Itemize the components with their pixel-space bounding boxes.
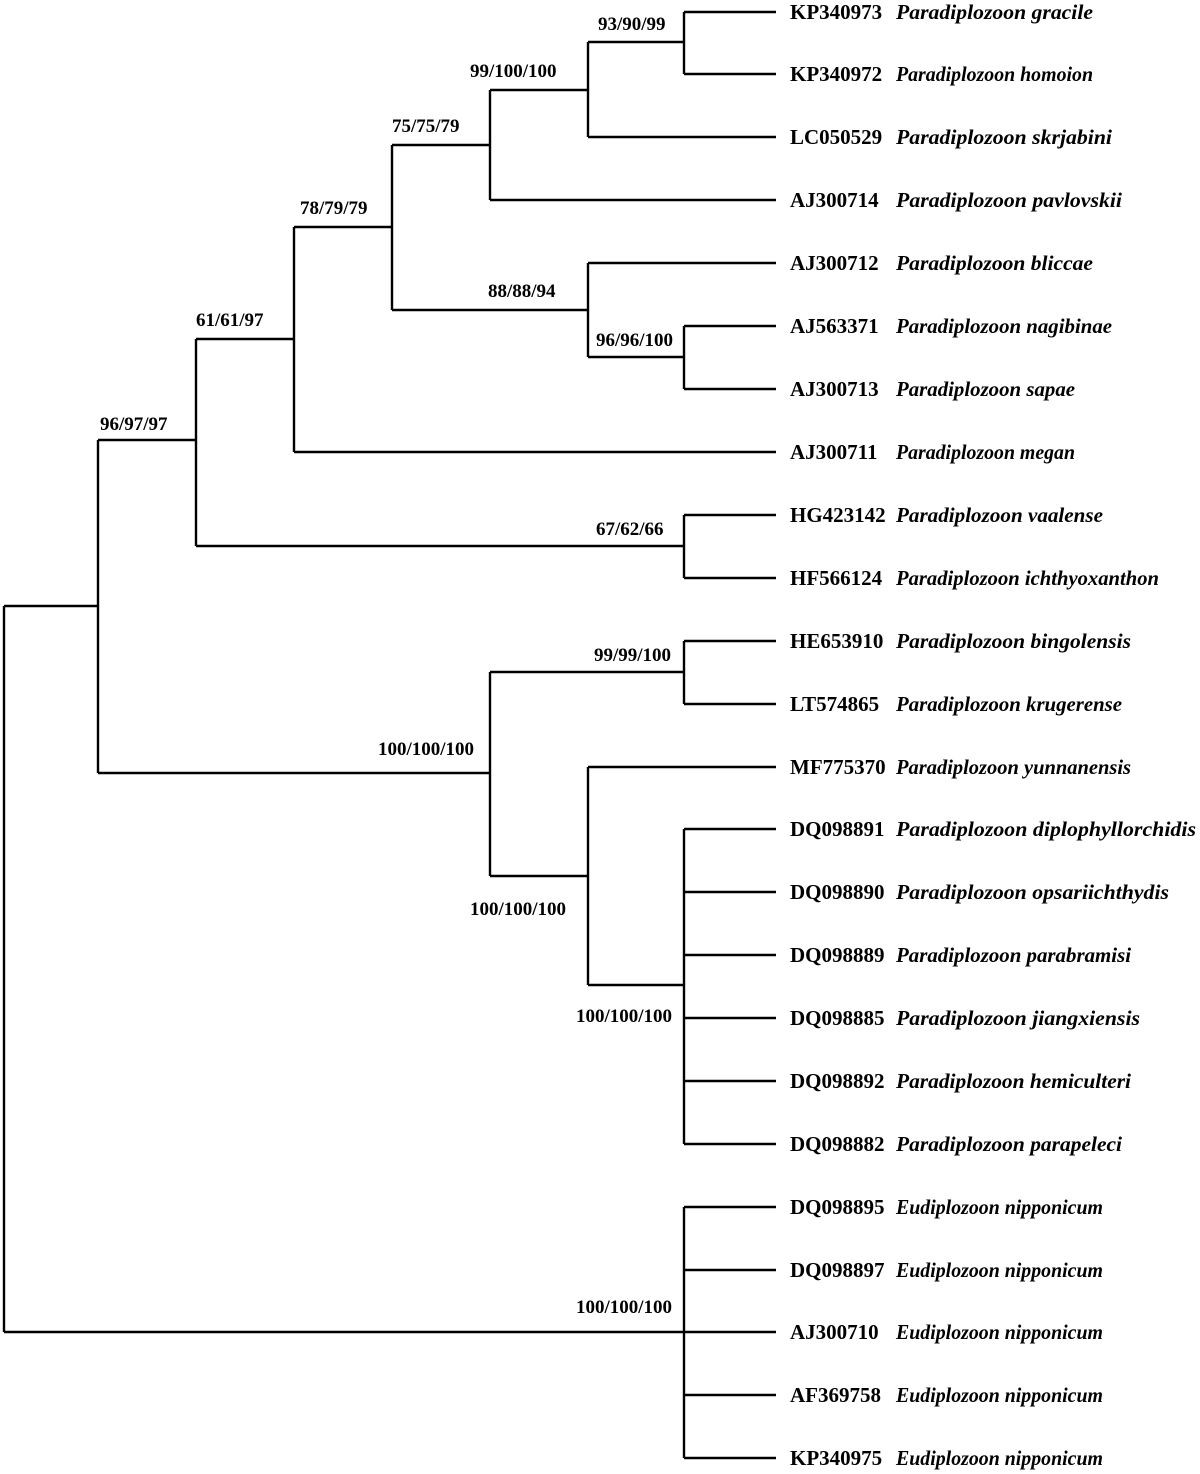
branch-node-paradiplozoon	[96, 438, 490, 775]
taxon-species: Paradiplozoon ichthyoxanthon	[895, 566, 1159, 590]
support-label: 93/90/99	[598, 14, 666, 35]
support-label: 61/61/97	[196, 310, 264, 331]
taxon-accession: LC050529	[790, 125, 882, 149]
taxon-accession: KP340975	[790, 1446, 882, 1470]
taxon-accession: LT574865	[790, 692, 879, 716]
branch-dq-polytomy	[682, 827, 776, 1146]
taxon-species: Paradiplozoon krugerense	[895, 692, 1122, 716]
branch-gracile-homoion	[682, 10, 776, 76]
branch-eudiplozoon-polytomy	[682, 1205, 776, 1460]
taxon-accession: HG423142	[790, 503, 886, 527]
taxon-accession: AF369758	[790, 1383, 881, 1407]
taxon-accession: KP340972	[790, 62, 882, 86]
branch-node-99-100	[488, 88, 776, 202]
taxon-species: Eudiplozoon nipponicum	[895, 1258, 1103, 1282]
taxon-species: Paradiplozoon nagibinae	[895, 314, 1112, 338]
taxon-species: Paradiplozoon yunnanensis	[895, 755, 1131, 779]
support-label: 100/100/100	[576, 1297, 672, 1318]
taxon-species: Paradiplozoon jiangxiensis	[895, 1006, 1140, 1030]
taxon-accession: AJ563371	[790, 314, 879, 338]
taxon-species: Paradiplozoon gracile	[895, 0, 1093, 24]
support-label: 75/75/79	[392, 116, 460, 137]
branch-vaalense-ichthyoxanthon	[682, 513, 776, 580]
taxon-accession: HF566124	[790, 566, 883, 590]
branch-node-93	[586, 40, 776, 139]
support-labels: 93/90/99 99/100/100 75/75/79 78/79/79 61…	[100, 14, 673, 1318]
taxon-species: Paradiplozoon sapae	[895, 377, 1075, 401]
taxon-accession: AJ300710	[790, 1320, 879, 1344]
taxon-species: Paradiplozoon diplophyllorchidis	[895, 817, 1196, 841]
support-label: 67/62/66	[596, 519, 664, 540]
tree-branches	[2, 10, 776, 1460]
taxon-species: Paradiplozoon homoion	[895, 62, 1093, 86]
taxon-accession: DQ098889	[790, 943, 885, 967]
branch-node-88	[586, 261, 776, 359]
support-label: 100/100/100	[378, 739, 474, 760]
support-label: 96/96/100	[596, 330, 673, 351]
branch-node-european	[194, 337, 684, 548]
support-label: 100/100/100	[470, 899, 566, 920]
support-label: 96/97/97	[100, 414, 168, 435]
branch-bingolensis-krugerense	[682, 639, 776, 706]
taxon-species: Eudiplozoon nipponicum	[895, 1446, 1103, 1470]
support-label: 99/99/100	[594, 645, 671, 666]
branch-node-yunnanensis	[586, 765, 776, 987]
taxon-species: Paradiplozoon parapeleci	[895, 1132, 1122, 1156]
branch-root	[2, 604, 684, 1334]
taxon-species: Paradiplozoon skrjabini	[895, 125, 1112, 149]
taxon-accession: AJ300712	[790, 251, 879, 275]
taxon-species: Eudiplozoon nipponicum	[895, 1320, 1103, 1344]
taxon-species: Paradiplozoon bliccae	[895, 251, 1093, 275]
support-label: 78/79/79	[300, 198, 368, 219]
taxon-species: Eudiplozoon nipponicum	[895, 1383, 1103, 1407]
taxon-accession: MF775370	[790, 755, 886, 779]
taxon-species: Paradiplozoon opsariichthydis	[895, 880, 1169, 904]
taxon-accession: DQ098891	[790, 817, 885, 841]
taxon-accession: DQ098885	[790, 1006, 885, 1030]
taxon-accession: DQ098895	[790, 1195, 885, 1219]
taxon-accession: DQ098892	[790, 1069, 885, 1093]
support-label: 99/100/100	[470, 61, 557, 82]
taxon-accession: AJ300714	[790, 188, 879, 212]
support-label: 88/88/94	[488, 281, 556, 302]
taxon-accession: KP340973	[790, 0, 882, 24]
taxon-species: Paradiplozoon hemiculteri	[895, 1069, 1131, 1093]
taxon-accession: AJ300713	[790, 377, 879, 401]
taxon-accession: AJ300711	[790, 440, 878, 464]
taxon-species: Paradiplozoon megan	[895, 440, 1075, 464]
taxon-species: Paradiplozoon vaalense	[895, 503, 1103, 527]
taxon-accession: HE653910	[790, 629, 883, 653]
taxon-species: Eudiplozoon nipponicum	[895, 1195, 1103, 1219]
taxon-accession: DQ098890	[790, 880, 885, 904]
taxon-accession: DQ098897	[790, 1258, 885, 1282]
taxon-species: Paradiplozoon bingolensis	[895, 629, 1131, 653]
branch-nagibinae-sapae	[682, 324, 776, 391]
branch-node-78	[292, 225, 776, 454]
taxon-species: Paradiplozoon parabramisi	[895, 943, 1131, 967]
taxon-accession: DQ098882	[790, 1132, 885, 1156]
support-label: 100/100/100	[576, 1006, 672, 1027]
branch-node-75	[390, 143, 588, 312]
branch-node-african-asian	[488, 670, 684, 878]
taxon-species: Paradiplozoon pavlovskii	[895, 188, 1122, 212]
